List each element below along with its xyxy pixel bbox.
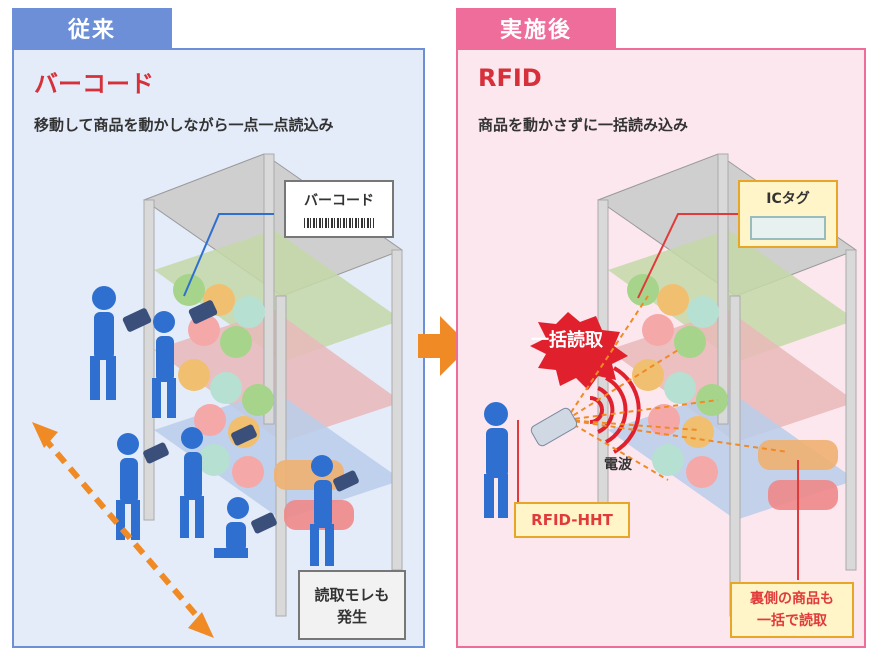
ic-pointer-line [637, 213, 738, 299]
scanners-illustration [122, 300, 359, 534]
rfid-reader-icon [530, 407, 578, 447]
barcode-callout-text: バーコード [304, 193, 374, 209]
rfid-title: RFID [478, 64, 542, 92]
movement-arrow [32, 422, 214, 638]
read-lines [565, 295, 789, 481]
back-callout-line1: 裏側の商品も [750, 591, 834, 607]
hht-callout: RFID-HHT [514, 502, 630, 538]
barcode-subtitle: 移動して商品を動かしながら一点一点読込み [34, 116, 334, 134]
ic-tag-icon [750, 216, 826, 240]
operator-illustration [484, 402, 508, 518]
rfid-subtitle: 商品を動かさずに一括読み込み [478, 116, 689, 134]
ic-tag-callout: ICタグ [738, 180, 838, 248]
barcode-pointer-line [183, 213, 274, 297]
radio-wave-icon [589, 366, 641, 454]
barcode-title: バーコード [34, 70, 154, 98]
rfid-scene [484, 153, 858, 617]
burst-text: 一括読取 [531, 330, 603, 351]
burst-shape [530, 312, 628, 390]
wave-label: 電波 [604, 457, 632, 473]
ic-tag-callout-text: ICタグ [766, 191, 810, 207]
barcode-scene [32, 153, 404, 638]
before-tab: 従来 [12, 8, 172, 48]
barcode-callout: バーコード [284, 180, 394, 238]
miss-callout-line1: 読取モレも [314, 586, 390, 604]
back-callout-line2: 一括で読取 [757, 613, 827, 629]
miss-callout-line2: 発生 [336, 608, 367, 626]
after-panel: RFID 商品を動かさずに一括読み込み [456, 48, 866, 648]
workers-illustration [90, 286, 334, 566]
transition-arrow-icon [418, 316, 470, 376]
before-panel: バーコード 移動して商品を動かしながら一点一点読込み [12, 48, 425, 648]
barcode-icon [304, 218, 374, 228]
miss-callout: 読取モレも 発生 [298, 570, 406, 640]
back-items-callout: 裏側の商品も 一括で読取 [730, 582, 854, 638]
after-tab: 実施後 [456, 8, 616, 48]
